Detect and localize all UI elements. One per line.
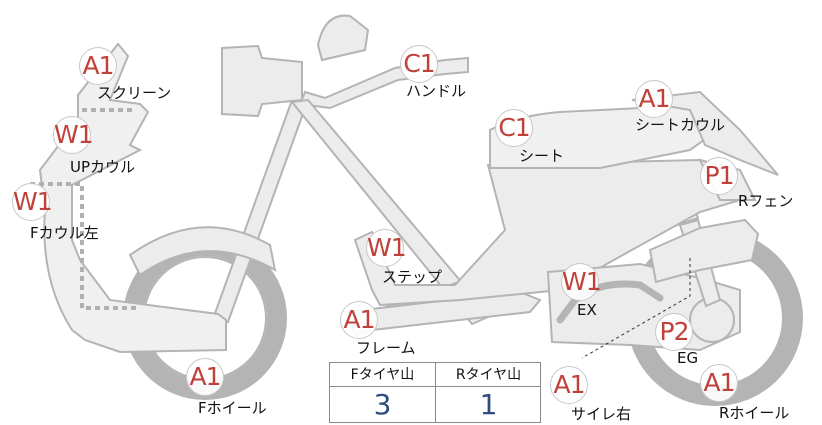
seat-body xyxy=(353,158,742,307)
marker-r-fender: P1 xyxy=(700,157,738,195)
label-up-cowl: UPカウル xyxy=(70,158,136,176)
seat-cowl xyxy=(631,90,779,176)
label-screen: スクリーン xyxy=(97,84,172,102)
label-seat-cowl: シートカウル xyxy=(635,116,726,134)
marker-f-cowl-left: W1 xyxy=(12,183,53,221)
marker-frame: A1 xyxy=(340,301,378,339)
table-header-rear-tire: Rタイヤ山 xyxy=(436,363,541,387)
table-value-front-tire: 3 xyxy=(373,388,392,421)
swingarm-dashed xyxy=(581,258,691,359)
engine-cover xyxy=(689,297,735,343)
table-divider xyxy=(435,363,436,423)
marker-silencer-right: A1 xyxy=(550,366,588,404)
marker-step: W1 xyxy=(366,229,407,267)
label-r-fender: Rフェン xyxy=(738,192,794,210)
label-eg: EG xyxy=(677,349,699,367)
label-seat: シート xyxy=(519,147,565,165)
label-f-wheel: Fホイール xyxy=(198,399,267,417)
marker-ex: W1 xyxy=(561,263,602,301)
mirror xyxy=(316,14,370,62)
marker-up-cowl: W1 xyxy=(53,116,94,154)
marker-eg: P2 xyxy=(655,313,693,351)
front-fender xyxy=(128,226,277,277)
marker-r-wheel: A1 xyxy=(700,364,738,402)
marker-seat-cowl: A1 xyxy=(635,80,673,118)
marker-screen: A1 xyxy=(79,47,117,85)
label-frame: フレーム xyxy=(356,339,416,357)
label-handle: ハンドル xyxy=(406,82,467,100)
marker-f-wheel: A1 xyxy=(186,358,224,396)
label-ex: EX xyxy=(577,301,597,319)
table-header-front-tire: Fタイヤ山 xyxy=(330,363,435,387)
marker-seat: C1 xyxy=(495,109,533,147)
marker-handle: C1 xyxy=(400,45,438,83)
muffler xyxy=(648,218,760,284)
table-value-rear-tire: 1 xyxy=(479,388,498,421)
label-f-cowl-left: Fカウル左 xyxy=(30,224,99,242)
label-silencer-right: サイレ右 xyxy=(571,405,632,423)
label-r-wheel: Rホイール xyxy=(719,404,790,422)
tire-tread-table: Fタイヤ山 Rタイヤ山 3 1 xyxy=(329,362,541,423)
label-step: ステップ xyxy=(382,268,443,286)
